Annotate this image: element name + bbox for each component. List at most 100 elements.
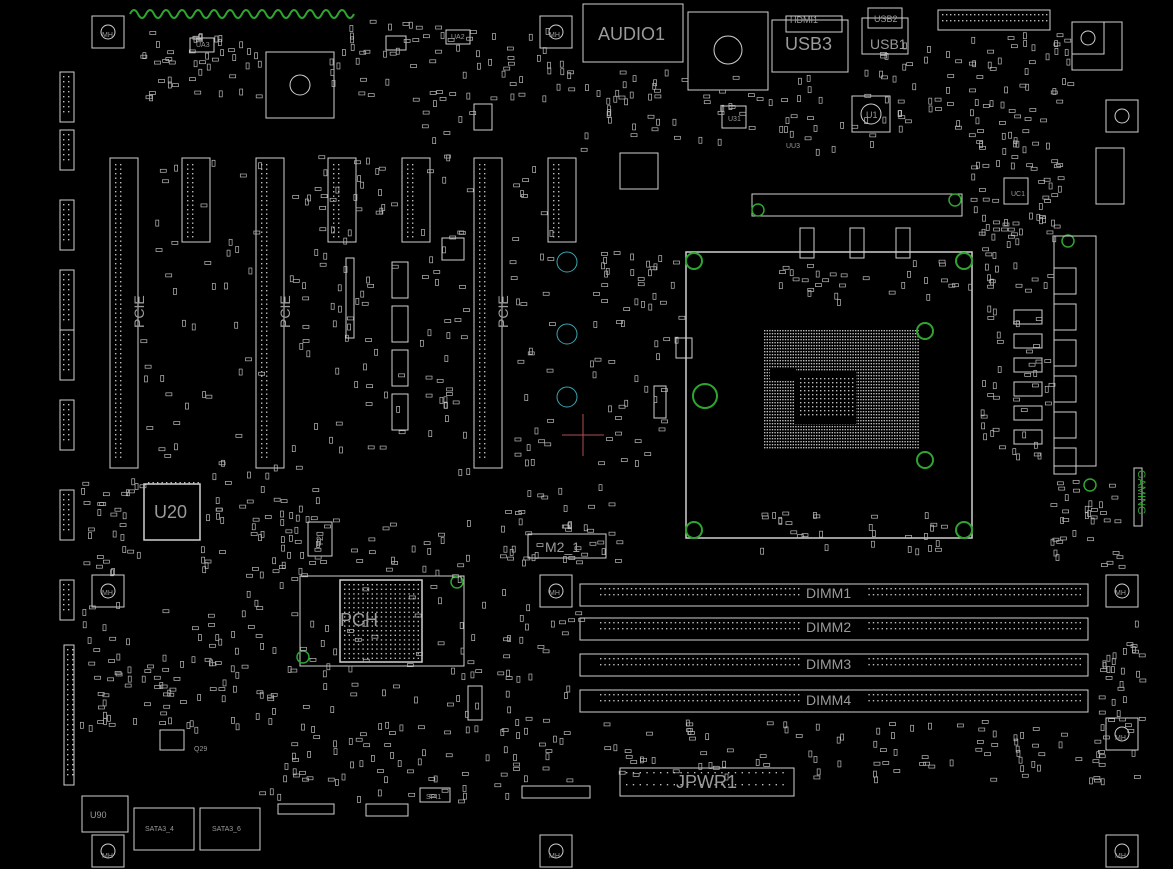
left-header-9 <box>63 644 75 786</box>
smd-pcie-gap-3-part <box>549 230 554 237</box>
mounting-hole-10-ring <box>100 843 116 859</box>
smd-top-mid-part <box>359 50 367 55</box>
left-header-9-pins <box>67 649 74 776</box>
smd-cpu-left-part <box>593 321 598 328</box>
smd-pcie-gap-3-part <box>512 237 520 241</box>
smd-top-cpu-part <box>681 78 689 82</box>
smd-pch-area-part <box>326 663 331 671</box>
smd-slot-area-part <box>239 173 247 178</box>
smd-top-cpu-part <box>632 75 637 82</box>
smd-right-vrm-part <box>987 316 995 320</box>
smd-right-lower-part <box>1103 518 1111 523</box>
smd-pcie-gap-3-part <box>549 322 556 326</box>
smd-bottom-mid-part <box>270 693 278 697</box>
smd-bottom-mid-part <box>418 725 425 730</box>
left-header-5-pins <box>63 334 70 371</box>
smd-pcie-gap-3-part <box>514 437 522 442</box>
smd-pcie-gap-part <box>343 266 348 273</box>
smd-bottom-center-part <box>507 635 511 642</box>
smd-pcie-gap-part <box>361 301 369 306</box>
smd-pch-area-part <box>470 671 475 679</box>
smd-pcie-gap-2-part <box>460 335 468 340</box>
spi-label: SPI1 <box>426 794 441 801</box>
smd-bottom-right-part <box>763 763 771 767</box>
smd-socket-top-part <box>778 282 783 290</box>
smd-cpu-left-part <box>673 260 680 265</box>
smd-right-dimm-part <box>1102 662 1107 670</box>
smd-bottom-mid-part <box>444 730 451 735</box>
smd-top-mid-part <box>462 71 467 79</box>
smd-right-lower-part <box>1055 554 1060 561</box>
smd-bottom-center-part <box>515 719 520 726</box>
smd-bottom-right-part <box>893 749 898 756</box>
smd-top-mid-part <box>488 58 492 66</box>
smd-pcie-gap-3-part <box>509 260 517 265</box>
smd-left-bottom-part <box>197 694 201 701</box>
smd-top-left-part <box>149 94 153 102</box>
smd-bottom-mid-part <box>272 708 276 715</box>
smd-socket-top-part <box>924 277 928 284</box>
smd-right-dimm-part <box>1122 696 1127 704</box>
smd-right-upper-part <box>1051 159 1059 164</box>
smd-pcie-gap-part <box>378 166 386 171</box>
smd-bottom-mid-part <box>363 743 371 748</box>
smd-socket-top-part <box>822 278 829 283</box>
smd-top-mid-part <box>518 92 526 97</box>
smd-right-dimm-part <box>1103 735 1110 740</box>
smd-u20-area-part <box>252 567 259 571</box>
smd-pch-area-part <box>467 520 471 527</box>
smd-top-mid-part <box>330 69 335 76</box>
smd-pcie-gap-part <box>360 181 364 189</box>
smd-top-cpu-part <box>647 114 655 119</box>
smd-cpu-left-part <box>606 437 613 441</box>
smd-bottom-mid-part <box>463 792 467 800</box>
left-header-3-pins <box>63 204 70 241</box>
smd-left-mid-part <box>83 501 91 505</box>
smd-pcie-gap-2-part <box>469 111 477 115</box>
smd-pch-area-part <box>368 537 376 542</box>
smd-pch-area-part <box>382 526 390 531</box>
smd-m2-area-part <box>565 527 572 532</box>
smd-bottom-right-part <box>876 727 881 735</box>
vrm-right-cap-4 <box>1053 375 1077 403</box>
smd-left-bottom-part <box>124 683 132 688</box>
smd-slot-area-part <box>258 162 262 170</box>
smd-bottom-mid-part <box>377 769 384 773</box>
smd-bottom-right-part <box>992 730 997 738</box>
m2-connector <box>527 533 607 559</box>
smd-u20-area-part <box>273 497 281 502</box>
smd-top-right-part <box>1054 48 1059 55</box>
smd-slot-area-part <box>174 443 178 451</box>
smd-top-right-part <box>882 116 887 124</box>
smd-right-vrm-part <box>984 263 989 271</box>
smd-bottom-mid-part <box>330 706 335 713</box>
smd-pcie-gap-part <box>363 363 367 371</box>
smd-pch-area-part <box>260 643 265 650</box>
smd-left-bottom-part <box>180 661 184 668</box>
smd-pcie-gap-2-part <box>442 246 446 254</box>
left-header-8-pins <box>63 584 70 611</box>
smd-bottom-mid-part <box>306 776 314 781</box>
smd-bottom-right-part <box>957 723 964 728</box>
vrm-right-cap-2 <box>1053 303 1077 331</box>
smd-left-mid-part <box>83 561 91 566</box>
smd-bottom-right-part <box>1020 732 1024 739</box>
smd-m2-area-part <box>507 556 514 561</box>
smd-left-bottom-part <box>108 659 115 663</box>
smd-u20-area-part <box>315 497 320 505</box>
smd-m2-area-part <box>589 541 597 546</box>
smd-right-dimm-part <box>1120 667 1125 675</box>
smd-left-bottom-part <box>168 717 172 725</box>
smd-left-mid-part <box>126 489 130 497</box>
m2-label: M2_1 <box>545 539 580 555</box>
smd-pcie-gap-part <box>360 290 365 298</box>
smd-bottom-center-part <box>525 623 529 631</box>
small-ic-top <box>473 103 493 131</box>
smd-pch-area-part <box>323 683 328 690</box>
smd-right-dimm-part <box>1119 717 1126 722</box>
smd-right-vrm-part <box>980 409 985 417</box>
vrm-choke-3 <box>895 227 911 259</box>
power-header-ring <box>289 74 311 96</box>
smd-pcie-gap-3-part <box>547 257 555 261</box>
smd-bottom-right-part <box>755 759 760 766</box>
